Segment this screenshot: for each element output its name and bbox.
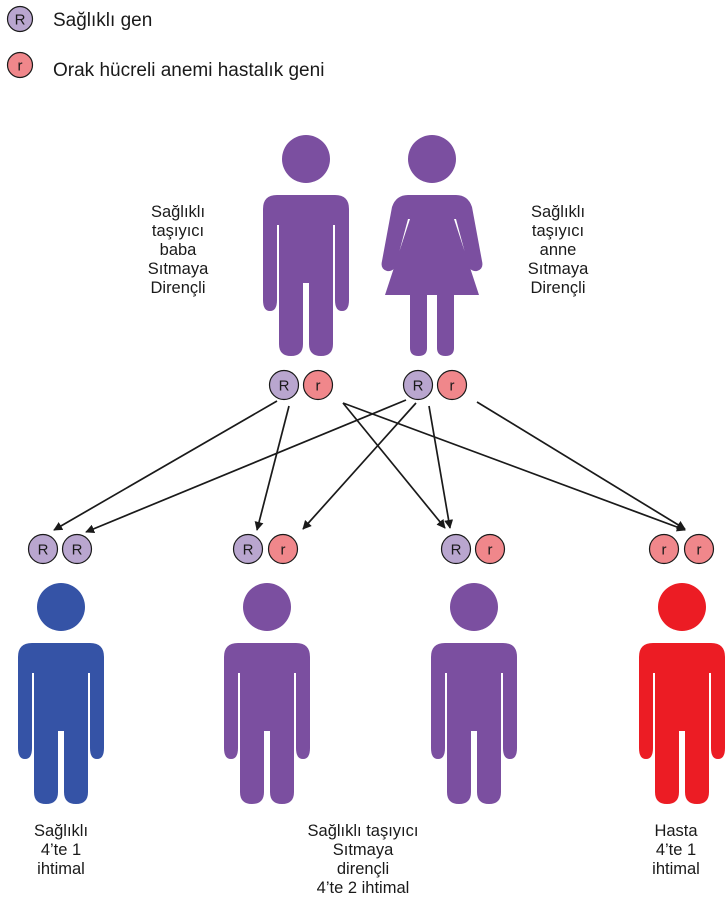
allele-dominant: R	[440, 533, 472, 565]
svg-text:r: r	[662, 542, 667, 559]
svg-text:r: r	[697, 542, 702, 559]
svg-text:r: r	[488, 542, 493, 559]
child-sick-figure	[639, 583, 725, 804]
outcome-line: 4’te 1	[40, 841, 82, 859]
allele-recessive: r	[683, 533, 715, 565]
allele-dominant: R	[61, 533, 93, 565]
child-carrier-figure	[431, 583, 517, 804]
legend-recessive-label: Orak hücreli anemi hastalık geni	[53, 60, 325, 81]
allele-recessive: r	[436, 369, 468, 401]
head-shape	[243, 583, 291, 631]
svg-text:R: R	[15, 12, 26, 29]
head-shape	[282, 135, 330, 183]
father-label-line: Dirençli	[150, 279, 206, 297]
head-shape	[450, 583, 498, 631]
inheritance-arrow	[85, 399, 407, 534]
leg-shape	[437, 293, 454, 356]
mother-figure	[381, 135, 483, 356]
body-shape	[639, 643, 725, 804]
svg-text:r: r	[316, 378, 321, 395]
outcome-line: Sağlıklı taşıyıcı	[307, 822, 419, 840]
head-shape	[37, 583, 85, 631]
mother-label-line: taşıyıcı	[531, 222, 585, 240]
father-figure	[263, 135, 349, 356]
inheritance-arrow	[476, 401, 686, 530]
inheritance-arrow	[254, 405, 290, 531]
leg-shape	[410, 293, 427, 356]
svg-text:R: R	[243, 542, 254, 559]
child-healthy-figure	[18, 583, 104, 804]
legend-dominant-label: Sağlıklı gen	[53, 10, 153, 31]
body-shape	[431, 643, 517, 804]
inheritance-arrow	[302, 402, 417, 530]
svg-text:R: R	[451, 542, 462, 559]
outcome-line: 4’te 2 ihtimal	[316, 879, 410, 897]
allele-dominant: R	[402, 369, 434, 401]
inheritance-arrow	[428, 405, 454, 529]
mother-label-line: Dirençli	[530, 279, 586, 297]
body-shape	[263, 195, 349, 356]
mother-label-line: Sağlıklı	[530, 203, 586, 221]
allele-recessive: r	[267, 533, 299, 565]
legend-recessive-allele: r	[6, 51, 34, 79]
body-shape	[224, 643, 310, 804]
outcome-line: ihtimal	[652, 860, 700, 878]
outcome-line: Sağlıklı	[33, 822, 89, 840]
outcome-line: Sıtmaya	[332, 841, 394, 859]
allele-recessive: r	[648, 533, 680, 565]
allele-dominant: R	[268, 369, 300, 401]
father-label-line: taşıyıcı	[151, 222, 205, 240]
inheritance-arrow	[342, 402, 446, 529]
legend-dominant-allele: R	[6, 5, 34, 33]
outcome-line: dirençli	[336, 860, 390, 878]
dress-shape	[381, 195, 483, 295]
allele-recessive: r	[474, 533, 506, 565]
inheritance-arrow	[342, 402, 686, 532]
outcome-healthy-label: Sağlıklı 4’te 1 ihtimal	[13, 822, 109, 879]
child-carrier-figure	[224, 583, 310, 804]
allele-dominant: R	[232, 533, 264, 565]
father-label-line: Sağlıklı	[150, 203, 206, 221]
father-label-line: baba	[159, 241, 197, 259]
outcome-carrier-label: Sağlıklı taşıyıcı Sıtmaya dirençli 4’te …	[288, 822, 438, 898]
svg-text:R: R	[413, 378, 424, 395]
outcome-line: ihtimal	[37, 860, 85, 878]
mother-label: Sağlıklı taşıyıcı anne Sıtmaya Dirençli	[508, 203, 608, 298]
outcome-line: Hasta	[654, 822, 698, 840]
svg-text:R: R	[38, 542, 49, 559]
svg-text:R: R	[279, 378, 290, 395]
mother-label-line: anne	[539, 241, 577, 259]
outcome-sick-label: Hasta 4’te 1 ihtimal	[628, 822, 724, 879]
svg-text:r: r	[450, 378, 455, 395]
inheritance-arrow	[53, 400, 278, 531]
inheritance-arrows	[53, 399, 686, 534]
mother-label-line: Sıtmaya	[527, 260, 589, 278]
allele-recessive: r	[302, 369, 334, 401]
father-label: Sağlıklı taşıyıcı baba Sıtmaya Dirençli	[128, 203, 228, 298]
allele-dominant: R	[27, 533, 59, 565]
body-shape	[18, 643, 104, 804]
outcome-line: 4’te 1	[655, 841, 697, 859]
head-shape	[408, 135, 456, 183]
head-shape	[658, 583, 706, 631]
svg-text:r: r	[18, 58, 23, 75]
father-label-line: Sıtmaya	[147, 260, 209, 278]
svg-text:R: R	[72, 542, 83, 559]
svg-text:r: r	[281, 542, 286, 559]
